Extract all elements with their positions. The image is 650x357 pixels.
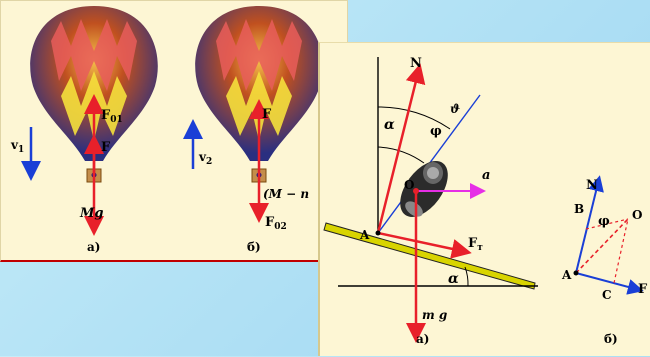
caption-b-right: б) — [604, 332, 618, 346]
caption-a-left: а) — [87, 240, 100, 254]
label-Mg: Mg — [79, 206, 103, 221]
label-A-b: A — [561, 268, 572, 282]
triangle-N-arrow — [575, 175, 604, 274]
caption-a-right: а) — [416, 332, 429, 346]
label-phi-b: φ — [598, 214, 610, 229]
label-N-b: N — [586, 178, 598, 193]
angle-arc-bottom — [464, 266, 469, 287]
angle-arc-alpha-top — [377, 146, 425, 164]
label-F-a: F — [101, 140, 111, 155]
balloon-figure-svg: F01 F v1 Mg а) F v2 (M − n F02 б) — [10, 6, 323, 254]
label-v1: v1 — [10, 138, 24, 155]
label-F02: F02 — [265, 215, 287, 232]
center-O-dot — [413, 188, 419, 194]
label-mg: m g — [422, 308, 447, 322]
normal-force-N-arrow — [376, 63, 426, 234]
point-A-dot — [375, 230, 381, 236]
label-F01: F01 — [101, 108, 123, 125]
incline-road — [323, 222, 536, 290]
label-v2: v2 — [198, 150, 212, 167]
triangle-F-arrow — [575, 272, 644, 295]
label-F-b-triangle: F — [638, 282, 648, 297]
caption-b-left: б) — [247, 240, 261, 254]
label-Ft: Fт — [468, 236, 483, 253]
label-F-b: F — [262, 107, 272, 122]
label-B-b: B — [574, 202, 584, 216]
label-N-a: N — [410, 56, 422, 71]
friction-force-Ft-arrow — [377, 231, 472, 259]
label-phi-a: φ — [430, 124, 442, 139]
line-BO — [585, 218, 629, 230]
motorcycle-figure-panel: N ϑ α φ O a A Fт α m g а) N B φ O A C F … — [318, 42, 650, 356]
force-triangle-b — [573, 175, 644, 295]
label-a-accel: a — [482, 168, 490, 183]
motorcyclist — [400, 161, 448, 217]
label-alpha-bottom: α — [448, 271, 459, 287]
resultant-AO-line — [575, 218, 629, 274]
motorcycle-figure-svg: N ϑ α φ O a A Fт α m g а) N B φ O A C F … — [323, 56, 648, 346]
label-theta: ϑ — [450, 102, 460, 116]
label-O-b: O — [632, 208, 642, 222]
angle-arc-theta — [377, 106, 451, 130]
label-A-a: A — [359, 228, 370, 242]
label-alpha-top: α — [384, 117, 395, 133]
label-mass-b: (M − n — [263, 187, 309, 201]
label-O-a: O — [404, 178, 414, 192]
balloon-figure-panel: F01 F v1 Mg а) F v2 (M − n F02 б) — [0, 0, 348, 262]
line-CO — [613, 218, 629, 284]
label-C-b: C — [602, 288, 612, 302]
